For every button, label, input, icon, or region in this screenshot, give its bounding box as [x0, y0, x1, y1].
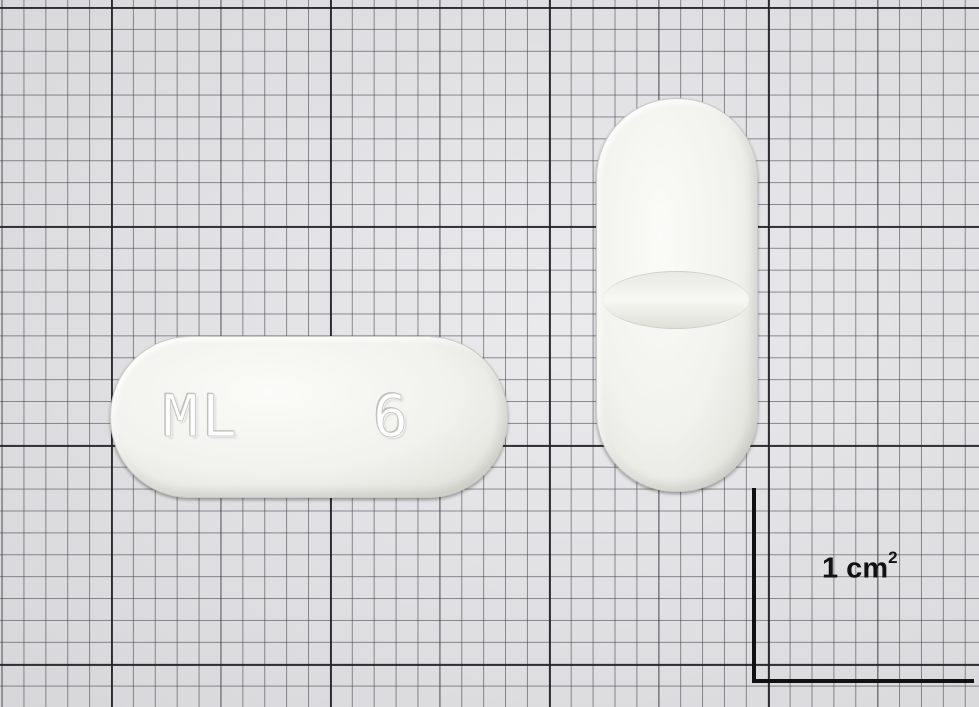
scale-label: 1 cm2	[822, 548, 898, 586]
tablet-score-line	[603, 271, 749, 329]
tablet-scored	[596, 98, 758, 492]
scale-bar-vertical	[752, 488, 756, 683]
scale-value: 1 cm	[822, 552, 889, 585]
tablet-imprinted: ML 6	[110, 336, 508, 498]
imprint-ml: ML	[163, 382, 241, 451]
scale-bar-horizontal	[752, 679, 974, 683]
scale-exponent: 2	[888, 548, 898, 567]
imprint-number: 6	[373, 382, 412, 451]
